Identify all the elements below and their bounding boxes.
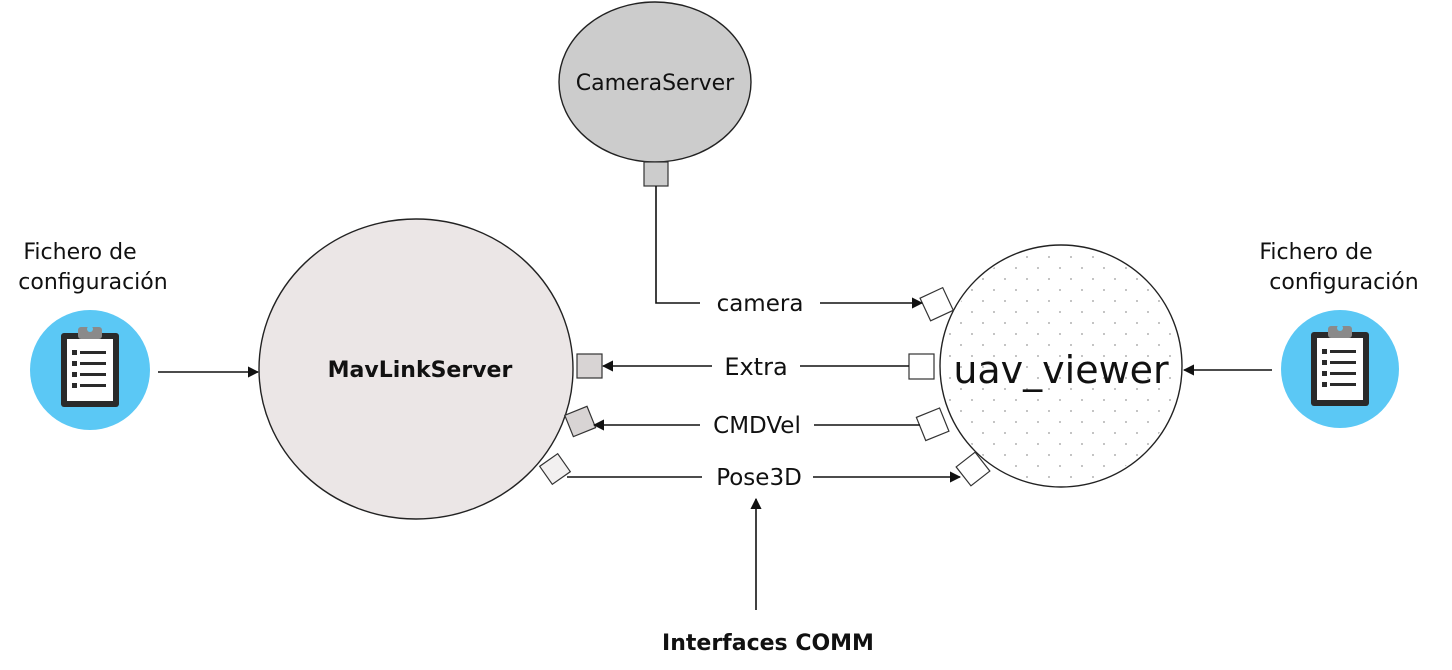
pose3d-interface-label: Pose3D — [716, 465, 802, 491]
right-config-label-line1: Fichero de — [1259, 240, 1372, 265]
uav-viewer-extra-port — [908, 353, 935, 380]
extra-interface-label: Extra — [724, 353, 787, 381]
interfaces-comm-caption: Interfaces COMM — [662, 631, 874, 656]
mavlink-server-label: MavLinkServer — [328, 358, 513, 383]
left-config-label-line1: Fichero de — [23, 240, 136, 265]
uav-viewer-camera-port — [919, 286, 955, 322]
uav-viewer-cmdvel-port — [915, 407, 950, 442]
left-config-file: Fichero de configuración — [18, 240, 168, 430]
connectors: camera Extra CMDVel Pose3D Interfaces CO… — [158, 186, 1272, 656]
mavlink-pose3d-port — [538, 452, 572, 486]
clipboard-icon — [1281, 310, 1399, 428]
camera-interface-label: camera — [717, 291, 804, 317]
uav-viewer-texture — [942, 247, 1180, 485]
camera-connector-vertical — [655, 186, 700, 304]
uav-viewer-pose3d-port — [955, 451, 991, 487]
uav-viewer-node: uav_viewer — [908, 244, 1183, 488]
camera-server-label: CameraServer — [576, 71, 735, 96]
camera-server-node: CameraServer — [558, 1, 752, 187]
cmdvel-interface-label: CMDVel — [713, 413, 801, 439]
right-config-label-line2: configuración — [1269, 270, 1418, 295]
right-config-file: Fichero de configuración — [1259, 240, 1419, 428]
clipboard-icon — [30, 310, 150, 430]
uav-viewer-label: uav_viewer — [953, 348, 1169, 392]
mavlink-extra-port — [576, 353, 603, 379]
camera-server-port — [643, 161, 669, 187]
mavlink-cmdvel-port — [563, 405, 597, 438]
mavlink-server-node: MavLinkServer — [258, 218, 603, 520]
left-config-label-line2: configuración — [18, 270, 167, 295]
